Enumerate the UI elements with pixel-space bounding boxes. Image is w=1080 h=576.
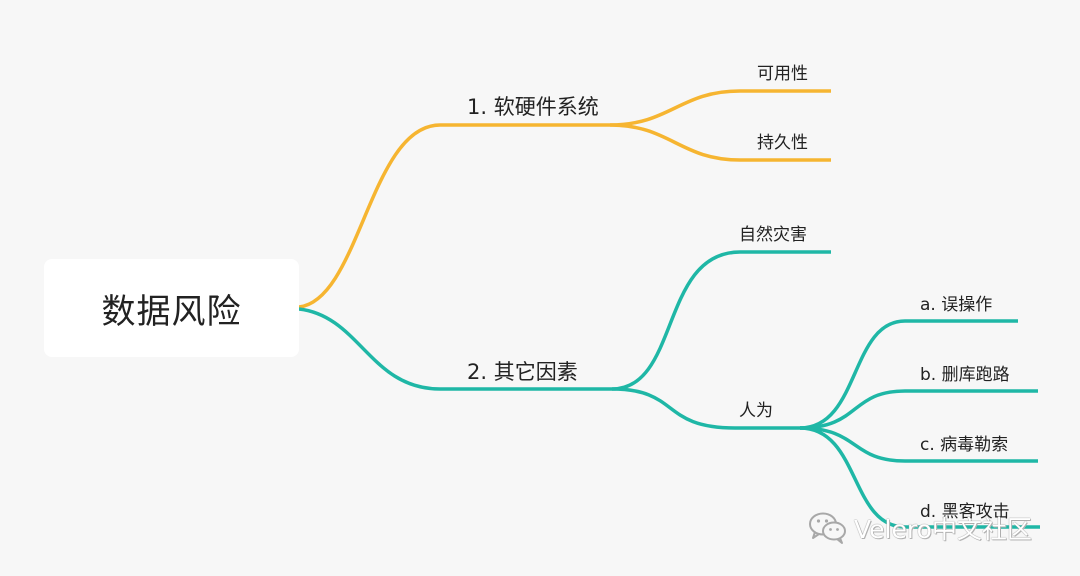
- connector-root-branch-2: [298, 307, 612, 391]
- wechat-icon: [809, 512, 846, 544]
- connector-root-branch-1: [298, 123, 610, 309]
- connector-branch-1-child-2: [609, 123, 831, 162]
- connector-human-d: [799, 426, 1040, 529]
- root-node-label: 数据风险: [101, 291, 242, 332]
- watermark-text: Velero中文社区: [854, 515, 1032, 544]
- branch-2-child-2-label[interactable]: 人为: [739, 401, 773, 421]
- branch-2-label[interactable]: 2. 其它因素: [467, 360, 578, 384]
- root-node[interactable]: 数据风险: [44, 259, 299, 357]
- connector-branch-1-child-1: [609, 89, 831, 127]
- branch-1-label[interactable]: 1. 软硬件系统: [467, 95, 599, 119]
- watermark: Velero中文社区: [808, 508, 1032, 548]
- human-child-a-label[interactable]: a. 误操作: [920, 295, 993, 315]
- connector-human-a: [799, 319, 1018, 430]
- human-child-b-label[interactable]: b. 删库跑路: [920, 365, 1010, 385]
- connector-branch-2-child-2: [611, 387, 800, 430]
- branch-1-child-1-label[interactable]: 可用性: [757, 64, 808, 84]
- connector-human-c: [799, 426, 1038, 463]
- branch-1-child-2-label[interactable]: 持久性: [757, 133, 808, 153]
- human-child-d-label[interactable]: d. 黑客攻击: [920, 502, 1010, 522]
- branch-2-child-1-label[interactable]: 自然灾害: [739, 225, 807, 245]
- connector-human-b: [799, 389, 1038, 430]
- connector-branch-2-child-1: [611, 250, 831, 391]
- human-child-c-label[interactable]: c. 病毒勒索: [920, 435, 1009, 455]
